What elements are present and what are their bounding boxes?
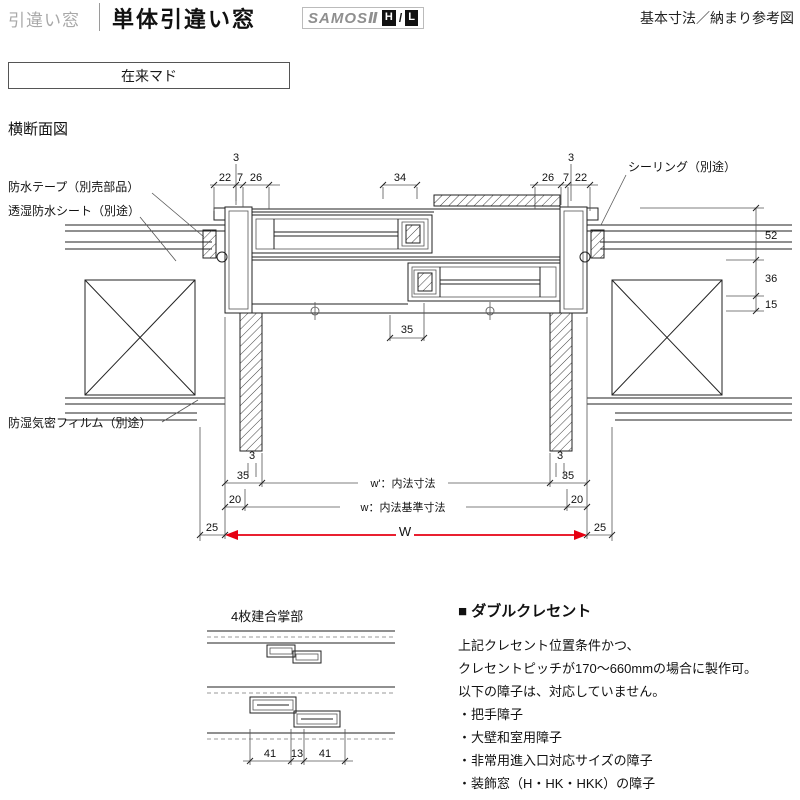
- dim-bottom-gap-left: 3: [249, 450, 255, 462]
- product-badge: SAMOSⅡ H / L: [302, 7, 424, 29]
- callout-labels: 防水テープ（別売部品） 透湿防水シート（別途） 防湿気密フィルム（別途） シーリ…: [8, 159, 736, 430]
- top-dimensions: 3 3 22 7 26 34: [210, 152, 598, 211]
- dim-mid-35: 35: [401, 324, 413, 336]
- waterproof-tape-sections: [202, 229, 605, 263]
- dim-bl-25: 25: [206, 522, 218, 534]
- right-dimensions: 52 36 15: [640, 204, 777, 315]
- badge-h: H: [381, 10, 396, 26]
- dim-top-gap-left: 3: [233, 152, 239, 164]
- left-casing-section: [239, 312, 263, 452]
- badge-slash: /: [398, 11, 403, 25]
- note-line: ・装飾窓（H・HK・HKK）の障子: [458, 776, 656, 791]
- label-moisture-film: 防湿気密フィルム（別途）: [8, 415, 152, 430]
- badge-brand: SAMOSⅡ: [308, 10, 379, 27]
- note-line: クレセントピッチが170～660mmの場合に製作可。: [458, 661, 758, 676]
- label-waterproof-tape: 防水テープ（別売部品）: [8, 179, 139, 194]
- double-crescent-note: ■ ダブルクレセント 上記クレセント位置条件かつ、 クレセントピッチが170～6…: [458, 600, 794, 795]
- dim-tr-7: 7: [563, 172, 569, 184]
- dim-bottom-gap-right: 3: [557, 450, 563, 462]
- dim-tl-26: 26: [250, 172, 262, 184]
- note-line: 上記クレセント位置条件かつ、: [458, 638, 640, 653]
- note-title: ■ ダブルクレセント: [458, 603, 592, 620]
- joint-detail: 4枚建合掌部: [195, 606, 410, 787]
- dim-bl-20: 20: [229, 494, 241, 506]
- dim-w-total-label: W: [399, 524, 412, 539]
- left-fixing-mark: [216, 251, 228, 263]
- dim-tl-7: 7: [237, 172, 243, 184]
- red-arrow-right: [574, 530, 587, 540]
- right-tape-section: [590, 229, 605, 259]
- detail-dim-41-left: 41: [264, 748, 276, 760]
- note-line: ・非常用進入口対応サイズの障子: [458, 753, 653, 768]
- section-title: 横断面図: [8, 121, 69, 138]
- frame-type-label: 在来マド: [121, 67, 177, 84]
- dim-right-15: 15: [765, 299, 777, 311]
- dim-right-52: 52: [765, 230, 777, 242]
- header-category: 引違い窓: [8, 11, 80, 30]
- left-stud-section: [84, 279, 196, 396]
- joint-detail-diagram: 41 13 41: [207, 630, 395, 765]
- joint-detail-lower: [207, 686, 395, 740]
- dim-tc-34: 34: [394, 172, 406, 184]
- dim-right-36: 36: [765, 273, 777, 285]
- dim-tl-22: 22: [219, 172, 231, 184]
- label-sealing: シーリング（別途）: [628, 159, 736, 174]
- left-wall: [65, 224, 225, 421]
- centerline-marks: [310, 302, 495, 320]
- note-line: ・把手障子: [458, 707, 524, 722]
- right-fixing-mark: [579, 251, 591, 263]
- frame-type-box: 在来マド: [8, 62, 290, 89]
- exterior-sash: [251, 214, 433, 254]
- dim-tr-26: 26: [542, 172, 554, 184]
- detail-dim-13: 13: [291, 748, 303, 760]
- right-exterior-fin: [586, 207, 599, 221]
- left-exterior-fin: [213, 207, 226, 221]
- interior-casing-members: [239, 312, 573, 452]
- note-line: 以下の障子は、対応していません。: [458, 684, 666, 699]
- note-line: ・大壁和室用障子: [458, 730, 563, 745]
- dim-br-25: 25: [594, 522, 606, 534]
- badge-l: L: [405, 10, 418, 26]
- right-casing-section: [549, 312, 573, 452]
- screen-track-section: [433, 194, 561, 207]
- page-title: 単体引違い窓: [112, 7, 257, 32]
- dim-tr-22: 22: [575, 172, 587, 184]
- joint-detail-title: 4枚建合掌部: [231, 609, 304, 624]
- dim-top-gap-right: 3: [568, 152, 574, 164]
- cross-section-diagram: 3 3 22 7 26 34: [8, 152, 792, 541]
- mid-dimension: 35: [386, 303, 428, 342]
- dim-br-20: 20: [571, 494, 583, 506]
- interior-meeting-stile: [413, 269, 437, 295]
- left-tape-section: [202, 229, 217, 259]
- right-stud-section: [611, 279, 723, 396]
- dim-br-35: 35: [562, 470, 574, 482]
- dim-bl-35: 35: [237, 470, 249, 482]
- detail-dim-41-right: 41: [319, 748, 331, 760]
- joint-detail-dimensions: 41 13 41: [243, 729, 353, 765]
- right-wall: [587, 224, 792, 421]
- label-breathable-sheet: 透湿防水シート（別途）: [8, 203, 140, 218]
- joint-detail-upper: [207, 630, 395, 664]
- bottom-dimensions: 3 3 35 35 w'：内法寸法: [196, 317, 616, 541]
- header-right-note: 基本寸法／納まり参考図: [640, 10, 794, 26]
- interior-sash: [407, 262, 561, 302]
- red-arrow-left: [225, 530, 238, 540]
- dim-w-inner-label: w'：内法寸法: [369, 476, 435, 490]
- exterior-meeting-stile: [401, 221, 425, 247]
- header-divider: [99, 3, 100, 31]
- dim-w-base-label: w：内法基準寸法: [360, 500, 446, 514]
- window-frame: [213, 194, 599, 314]
